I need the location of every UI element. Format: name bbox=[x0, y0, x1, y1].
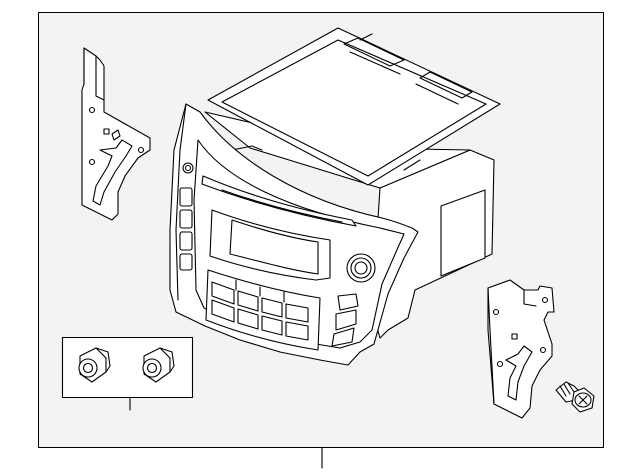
cd-slot-bar bbox=[201, 175, 357, 227]
grommet-kit bbox=[61, 336, 194, 399]
grommet-left bbox=[78, 347, 111, 383]
mounting-screw bbox=[555, 381, 595, 413]
left-button-strip bbox=[179, 162, 194, 271]
display-inner bbox=[229, 219, 319, 275]
grommet-right bbox=[142, 347, 175, 383]
volume-knob bbox=[346, 253, 376, 283]
right-button-strip bbox=[331, 293, 359, 347]
top-cover-plate bbox=[207, 27, 501, 186]
right-mounting-bracket bbox=[487, 279, 555, 419]
left-mounting-bracket bbox=[81, 47, 151, 221]
side-label-panel bbox=[440, 189, 486, 277]
preset-button-panel bbox=[205, 269, 321, 351]
